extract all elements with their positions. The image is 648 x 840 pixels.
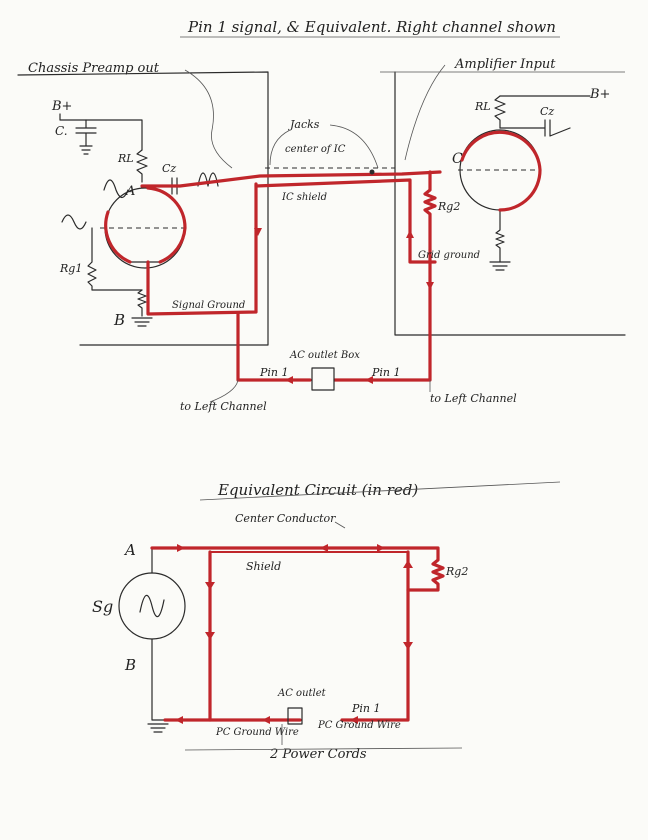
arrow-top-5 [406,230,414,238]
center-of-ic-label: center of IC [285,144,346,155]
input-wave-a [103,179,129,199]
rg2-top-label: Rg2 [437,200,460,213]
b-plus-right: B+ [589,87,610,102]
b-node-top: B [113,311,125,329]
rl-left-label: RL [117,152,134,165]
output-wave [197,172,219,187]
plate-resistor-left [136,149,148,183]
jack-dot [369,169,375,175]
plate-resistor-right [494,95,506,129]
arrow-bot-1 [177,544,185,552]
arrow-top-1 [254,228,262,236]
ac-outlet-box-top [311,367,335,391]
arrow-bot-3 [377,544,385,552]
arrow-top-2 [426,282,434,290]
grid-lead-left [87,227,143,291]
red-tube-right [460,130,542,212]
center-conductor-label: Center Conductor [235,512,336,525]
rg1-label: Rg1 [59,262,82,275]
decoupling-cap-left [75,119,97,155]
input-sine-left [61,214,87,230]
coupling-cap-right [499,119,571,137]
signal-ground-label: Signal Ground [172,300,245,311]
arrow-bot-10 [350,716,358,724]
ac-outlet-label-top: AC outlet Box [289,350,360,361]
bplus-rail-left [59,113,143,151]
red-shield-top [254,178,437,264]
arrow-bot-4 [403,560,413,568]
c-node-top: C [452,151,463,167]
arrow-bot-7 [205,632,215,640]
red-rg2 [423,170,437,252]
source-sine [139,594,165,618]
grid-ground-label: Grid ground [418,250,480,261]
jacks-pointer [269,124,379,169]
ground-symbol-bottom [147,723,169,733]
ground-symbol-left [131,317,153,327]
red-equivalent-top [150,546,445,592]
a-node-bottom: A [123,541,136,559]
preamp-pointer [184,69,233,169]
ac-outlet-box-bottom [287,707,303,725]
center-conductor-pointer [334,521,346,529]
grid-lead-right [495,209,505,263]
ground-symbol-right [489,261,511,271]
amplifier-input-label: Amplifier Input [454,57,556,72]
c-left-label: C. [55,124,68,138]
chassis-outline-left [17,71,269,346]
arrow-bot-8 [175,716,183,724]
b-plus-left: B+ [51,99,72,114]
arrow-top-4 [285,376,293,384]
b-node-bottom: B [124,656,136,674]
to-left-channel-right: to Left Channel [430,392,517,405]
to-left-channel-left: to Left Channel [180,400,267,413]
red-equivalent-right [340,550,410,722]
ic-shield-label: IC shield [281,192,327,203]
ac-outlet-label-bottom: AC outlet [277,688,327,699]
cathode-resistor-left [137,289,147,317]
source-leads [151,547,166,721]
arrow-bot-9 [262,716,270,724]
amp-input-pointer [404,64,446,161]
pin1-right-label: Pin 1 [371,366,401,379]
a-node-top: A [125,184,135,199]
to-left-channel-left-line [209,379,239,403]
red-center-conductor [140,170,442,188]
page-title: Pin 1 signal, & Equivalent. Right channe… [187,18,556,36]
rg2-bottom-label: Rg2 [445,565,468,578]
red-shield [146,182,258,316]
equivalent-circuit-title: Equivalent Circuit (in red) [217,481,418,499]
arrow-bot-5 [403,642,413,650]
jacks-label: Jacks [288,118,320,131]
pc-ground-wire-left: PC Ground Wire [215,727,299,738]
cz-left-label: Cz [162,162,176,175]
pin1-left-label: Pin 1 [259,366,289,379]
arrow-bot-2 [320,544,328,552]
arrow-bot-6 [205,582,215,590]
power-cords-label: 2 Power Cords [269,747,367,762]
bottom-baseline [184,747,463,751]
pc-ground-wire-right: PC Ground Wire [317,720,401,731]
chassis-preamp-label: Chassis Preamp out [28,61,160,76]
rl-right-label: RL [474,100,491,113]
cz-right-label: Cz [540,105,554,118]
arrow-top-3 [365,376,373,384]
red-tube-left [104,186,187,264]
shield-label: Shield [246,560,281,573]
equivalent-title-underline [199,481,561,501]
pin1-bottom-label: Pin 1 [351,702,381,715]
chassis-outline-right [394,71,626,336]
source-label: Sg [92,597,113,616]
